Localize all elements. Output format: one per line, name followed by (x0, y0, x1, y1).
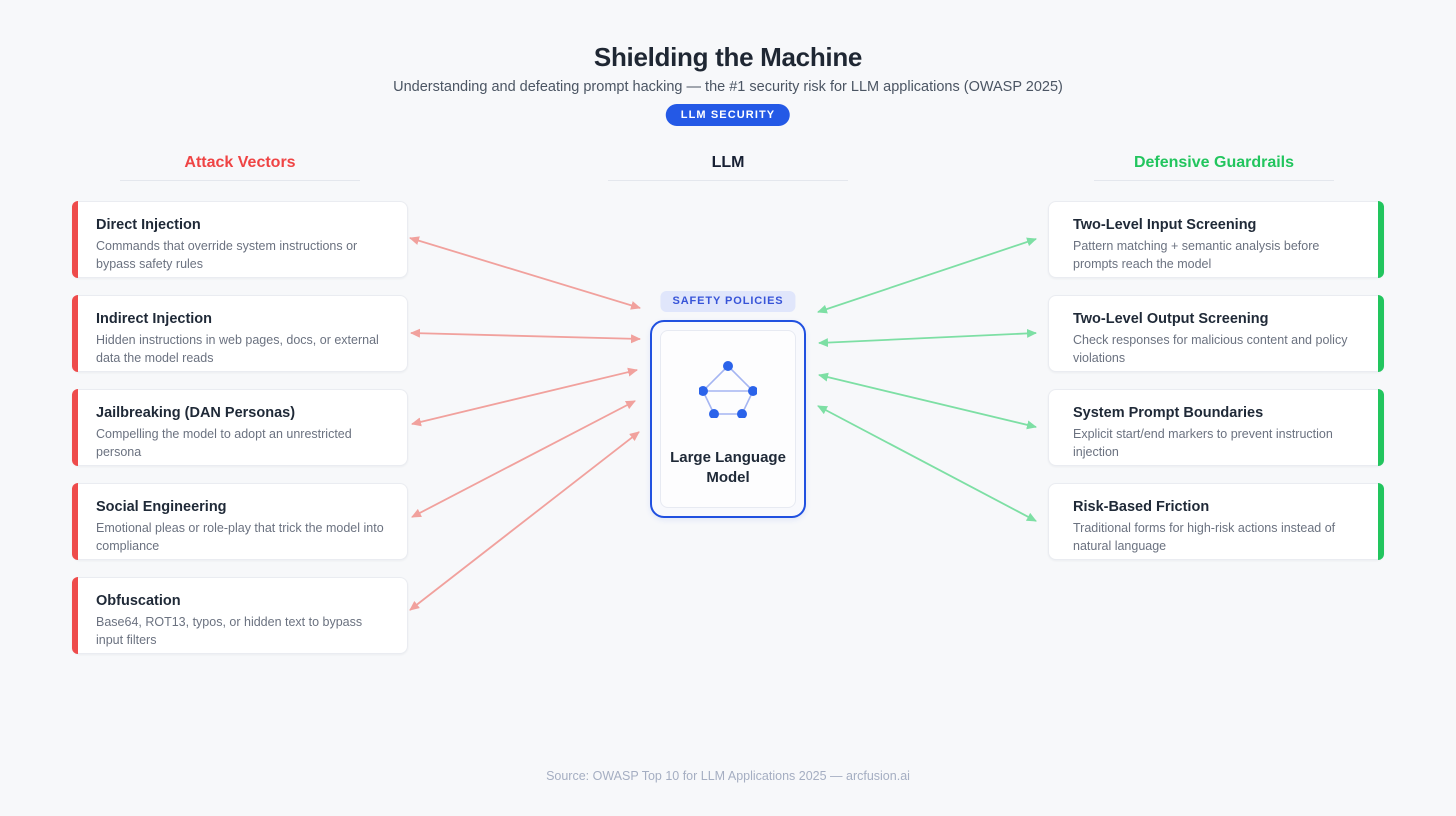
attack-card-social-engineering: Social Engineering Emotional pleas or ro… (72, 483, 408, 560)
card-description: Commands that override system instructio… (96, 239, 358, 271)
defense-arrow (818, 372, 1037, 430)
defense-card-system-prompt-boundaries: System Prompt Boundaries Explicit start/… (1048, 389, 1384, 466)
attack-arrow (410, 328, 641, 344)
defense-card-output-screening: Two-Level Output Screening Check respons… (1048, 295, 1384, 372)
attack-arrow (411, 400, 636, 518)
attack-vectors-label: Attack Vectors (184, 154, 296, 171)
header-divider (1094, 180, 1334, 181)
llm-label: LLM (711, 154, 745, 171)
llm-node-label: Large Language Model (670, 449, 786, 486)
card-title: Obfuscation (96, 593, 181, 609)
attack-card-direct-injection: Direct Injection Commands that override … (72, 201, 408, 278)
card-title: Indirect Injection (96, 311, 213, 327)
defense-card-input-screening: Two-Level Input Screening Pattern matchi… (1048, 201, 1384, 278)
llm-node-panel: Large Language Model (660, 330, 796, 508)
red-accent-bar (72, 201, 78, 278)
network-graph-icon (699, 361, 757, 418)
card-description: Traditional forms for high-risk actions … (1073, 521, 1336, 553)
column-header-llm: LLM (560, 154, 896, 181)
card-title: System Prompt Boundaries (1073, 405, 1264, 421)
card-description: Explicit start/end markers to prevent in… (1073, 427, 1333, 459)
header-divider (120, 180, 360, 181)
llm-security-badge: LLM SECURITY (665, 104, 791, 126)
card-title: Two-Level Output Screening (1073, 311, 1269, 327)
attack-card-indirect-injection: Indirect Injection Hidden instructions i… (72, 295, 408, 372)
card-title: Direct Injection (96, 217, 201, 233)
red-accent-bar (72, 483, 78, 560)
page-subtitle: Understanding and defeating prompt hacki… (393, 79, 1063, 95)
card-title: Jailbreaking (DAN Personas) (96, 405, 296, 421)
attack-arrow (411, 367, 638, 427)
card-description: Compelling the model to adopt an unrestr… (96, 427, 352, 459)
card-description: Check responses for malicious content an… (1073, 333, 1348, 365)
green-accent-bar (1378, 483, 1384, 560)
source-footer: Source: OWASP Top 10 for LLM Application… (546, 769, 910, 783)
card-description: Emotional pleas or role-play that trick … (96, 521, 384, 553)
attack-card-jailbreaking: Jailbreaking (DAN Personas) Compelling t… (72, 389, 408, 466)
attack-arrow (409, 431, 640, 611)
llm-node: Large Language Model (650, 320, 806, 518)
green-accent-bar (1378, 389, 1384, 466)
header-divider (608, 180, 848, 181)
defense-arrow (818, 328, 1037, 348)
defense-card-risk-based-friction: Risk-Based Friction Traditional forms fo… (1048, 483, 1384, 560)
card-title: Social Engineering (96, 499, 227, 515)
defense-arrow (817, 237, 1037, 314)
card-title: Risk-Based Friction (1073, 499, 1210, 515)
red-accent-bar (72, 389, 78, 466)
green-accent-bar (1378, 295, 1384, 372)
page-title: Shielding the Machine (593, 42, 863, 72)
card-title: Two-Level Input Screening (1073, 217, 1257, 233)
column-header-attack-vectors: Attack Vectors (72, 154, 408, 181)
column-header-defensive-guardrails: Defensive Guardrails (1046, 154, 1382, 181)
defensive-guardrails-label: Defensive Guardrails (1133, 154, 1295, 171)
card-description: Hidden instructions in web pages, docs, … (96, 333, 379, 365)
attack-arrow (409, 236, 641, 310)
red-accent-bar (72, 295, 78, 372)
defense-arrow (817, 405, 1037, 522)
attack-card-obfuscation: Obfuscation Base64, ROT13, typos, or hid… (72, 577, 408, 654)
red-accent-bar (72, 577, 78, 654)
green-accent-bar (1378, 201, 1384, 278)
safety-policies-badge: SAFETY POLICIES (660, 291, 796, 312)
card-description: Base64, ROT13, typos, or hidden text to … (96, 615, 363, 647)
card-description: Pattern matching + semantic analysis bef… (1073, 239, 1320, 271)
